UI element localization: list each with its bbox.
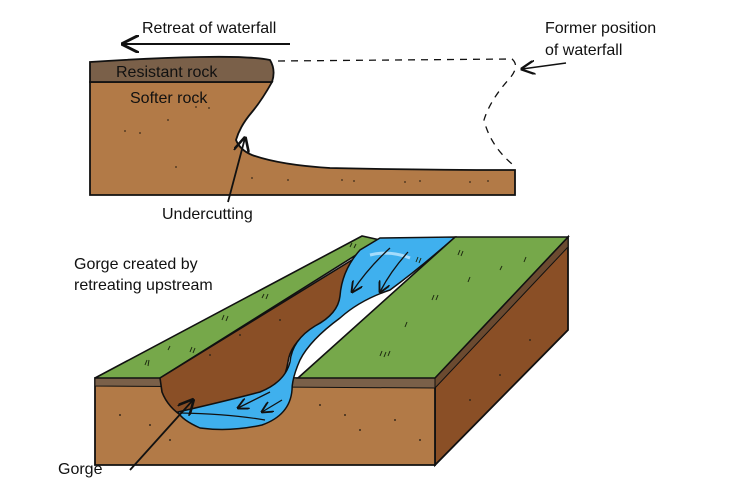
label-former-position-line2: of waterfall — [545, 42, 623, 59]
label-former-position-line1: Former position — [545, 20, 657, 37]
label-resistant-rock: Resistant rock — [116, 64, 218, 81]
label-gorge-created-line2: retreating upstream — [74, 277, 213, 294]
label-undercutting: Undercutting — [162, 206, 253, 223]
undercutting-arrow — [227, 138, 245, 203]
former-position-outline — [277, 58, 517, 165]
label-retreat-of-waterfall: Retreat of waterfall — [142, 20, 277, 37]
resistant-rock-layer — [89, 55, 275, 83]
waterfall-highlight — [369, 251, 411, 260]
label-gorge-created-line1: Gorge created by — [74, 256, 198, 273]
flow-arrows — [238, 247, 409, 412]
label-softer-rock: Softer rock — [130, 90, 208, 107]
soil-texture — [119, 319, 531, 441]
grass-tufts — [144, 242, 527, 367]
gorge-arrow — [129, 400, 193, 471]
label-gorge: Gorge — [58, 461, 103, 478]
rock-texture — [124, 106, 489, 183]
softer-rock-layer — [89, 81, 516, 196]
bottom-block-diagram — [94, 234, 570, 471]
grass-right-bank — [295, 236, 570, 379]
top-cross-section — [89, 44, 567, 203]
former-position-arrow — [522, 63, 567, 69]
